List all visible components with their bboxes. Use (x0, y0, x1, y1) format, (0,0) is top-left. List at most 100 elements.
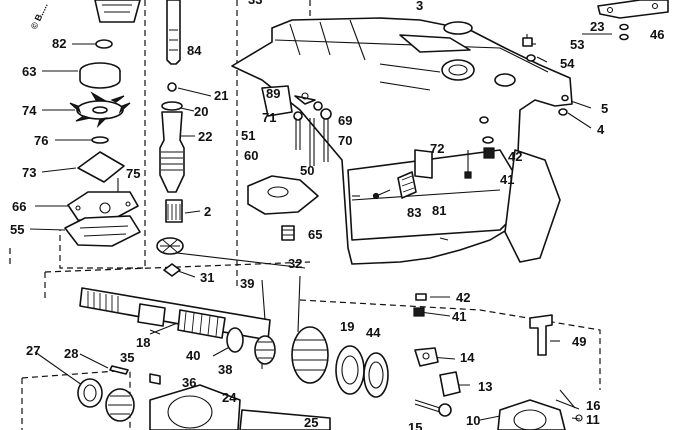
callout-46: 46 (650, 27, 664, 42)
callout-44: 44 (366, 325, 381, 340)
callout-25: 25 (304, 415, 318, 430)
callout-75: 75 (126, 166, 140, 181)
grommet-82 (95, 39, 113, 49)
gasket-73 (77, 151, 125, 183)
bearing-carrier-group (77, 365, 331, 430)
callout-72: 72 (430, 141, 444, 156)
shift-group (413, 293, 583, 430)
cover-plate-23 (597, 0, 669, 19)
callout-10: 10 (466, 413, 480, 428)
callout-2: 2 (204, 204, 211, 219)
ring-3 (443, 21, 473, 35)
washer-42b (415, 293, 427, 301)
bracket-14 (414, 347, 439, 367)
callout-66: 66 (12, 199, 26, 214)
callout-60: 60 (244, 148, 258, 163)
callout-89: 89 (266, 86, 280, 101)
housing-bore (441, 59, 475, 81)
callout-65: 65 (308, 227, 322, 242)
anode-plate (414, 149, 433, 179)
leader-lines (29, 33, 612, 421)
callout-54: 54 (560, 56, 575, 71)
pin-11 (575, 414, 583, 422)
trim-tab-60 (247, 175, 319, 215)
callout-23: 23 (590, 19, 604, 34)
callout-14: 14 (460, 350, 475, 365)
bracket-51 (261, 85, 293, 117)
washer-46a (619, 23, 629, 31)
callout-28: 28 (64, 346, 78, 361)
callout-35: 35 (120, 350, 134, 365)
pump-housing-ribs (102, 4, 132, 13)
callout-40: 40 (186, 348, 200, 363)
washer-44 (363, 352, 389, 398)
callout-15: 15 (408, 420, 422, 430)
gear-32b (291, 326, 329, 384)
callout-5: 5 (601, 101, 608, 116)
washer-89 (294, 95, 316, 105)
callout-63: 63 (22, 64, 36, 79)
pump-housing-top (94, 0, 141, 23)
plug-5 (561, 94, 569, 102)
callout-50: 50 (300, 163, 314, 178)
callout-3: 3 (416, 0, 423, 13)
rod-15 (414, 399, 441, 409)
callout-39: 39 (240, 276, 254, 291)
impeller-cup-63-side (79, 71, 121, 89)
callout-69: 69 (338, 113, 352, 128)
housing-25 (239, 409, 331, 430)
ring-40 (226, 327, 244, 353)
water-pump-group (64, 0, 141, 247)
callout-41b: 41 (452, 309, 466, 324)
callout-18: 18 (136, 335, 150, 350)
callout-82: 82 (52, 36, 66, 51)
washer-19 (335, 345, 365, 395)
housing-opening (399, 34, 471, 53)
callout-74: 74 (22, 103, 37, 118)
callout-31: 31 (200, 270, 214, 285)
callout-42a: 42 (508, 149, 522, 164)
impeller-74 (69, 91, 131, 129)
drive-shaft-group (156, 0, 185, 277)
drive-shaft-84 (166, 0, 181, 65)
link-13 (439, 371, 461, 397)
screw-53 (522, 37, 533, 47)
callout-24: 24 (222, 390, 237, 405)
washer-54 (526, 54, 536, 62)
gearcase-housing (231, 17, 573, 265)
callout-13: 13 (478, 379, 492, 394)
clip-36 (149, 373, 161, 385)
watermark-seal: © B..... (29, 1, 50, 31)
callout-19: 19 (340, 319, 354, 334)
svg-text:© B.....: © B..... (29, 1, 50, 31)
callout-27: 27 (26, 343, 40, 358)
callout-33: 33 (248, 0, 262, 7)
bearing-2 (165, 199, 183, 223)
screw-35 (109, 365, 129, 375)
callout-16: 16 (586, 398, 600, 413)
callout-81: 81 (432, 203, 446, 218)
seal-21 (167, 82, 177, 92)
callout-73: 73 (22, 165, 36, 180)
callout-51: 51 (241, 128, 255, 143)
washer-42a (482, 136, 494, 144)
callout-21: 21 (214, 88, 228, 103)
callout-38: 38 (218, 362, 232, 377)
washer-46b (619, 33, 629, 41)
anode-81 (397, 171, 417, 199)
screw-41a (483, 147, 495, 159)
callout-36: 36 (182, 375, 196, 390)
cap-10 (497, 399, 566, 430)
skeg-fin (504, 149, 561, 263)
screw-41b (413, 307, 425, 317)
callout-labels: 82 84 33 3 23 46 63 53 54 20 21 89 74 71… (10, 0, 664, 430)
callout-55: 55 (10, 222, 24, 237)
callout-49: 49 (572, 334, 586, 349)
pin-16 (559, 389, 576, 409)
callout-41a: 41 (500, 172, 514, 187)
callout-20: 20 (194, 104, 208, 119)
o-ring-76 (91, 136, 109, 144)
base-plate-55 (64, 215, 141, 247)
callout-32: 32 (288, 256, 302, 271)
